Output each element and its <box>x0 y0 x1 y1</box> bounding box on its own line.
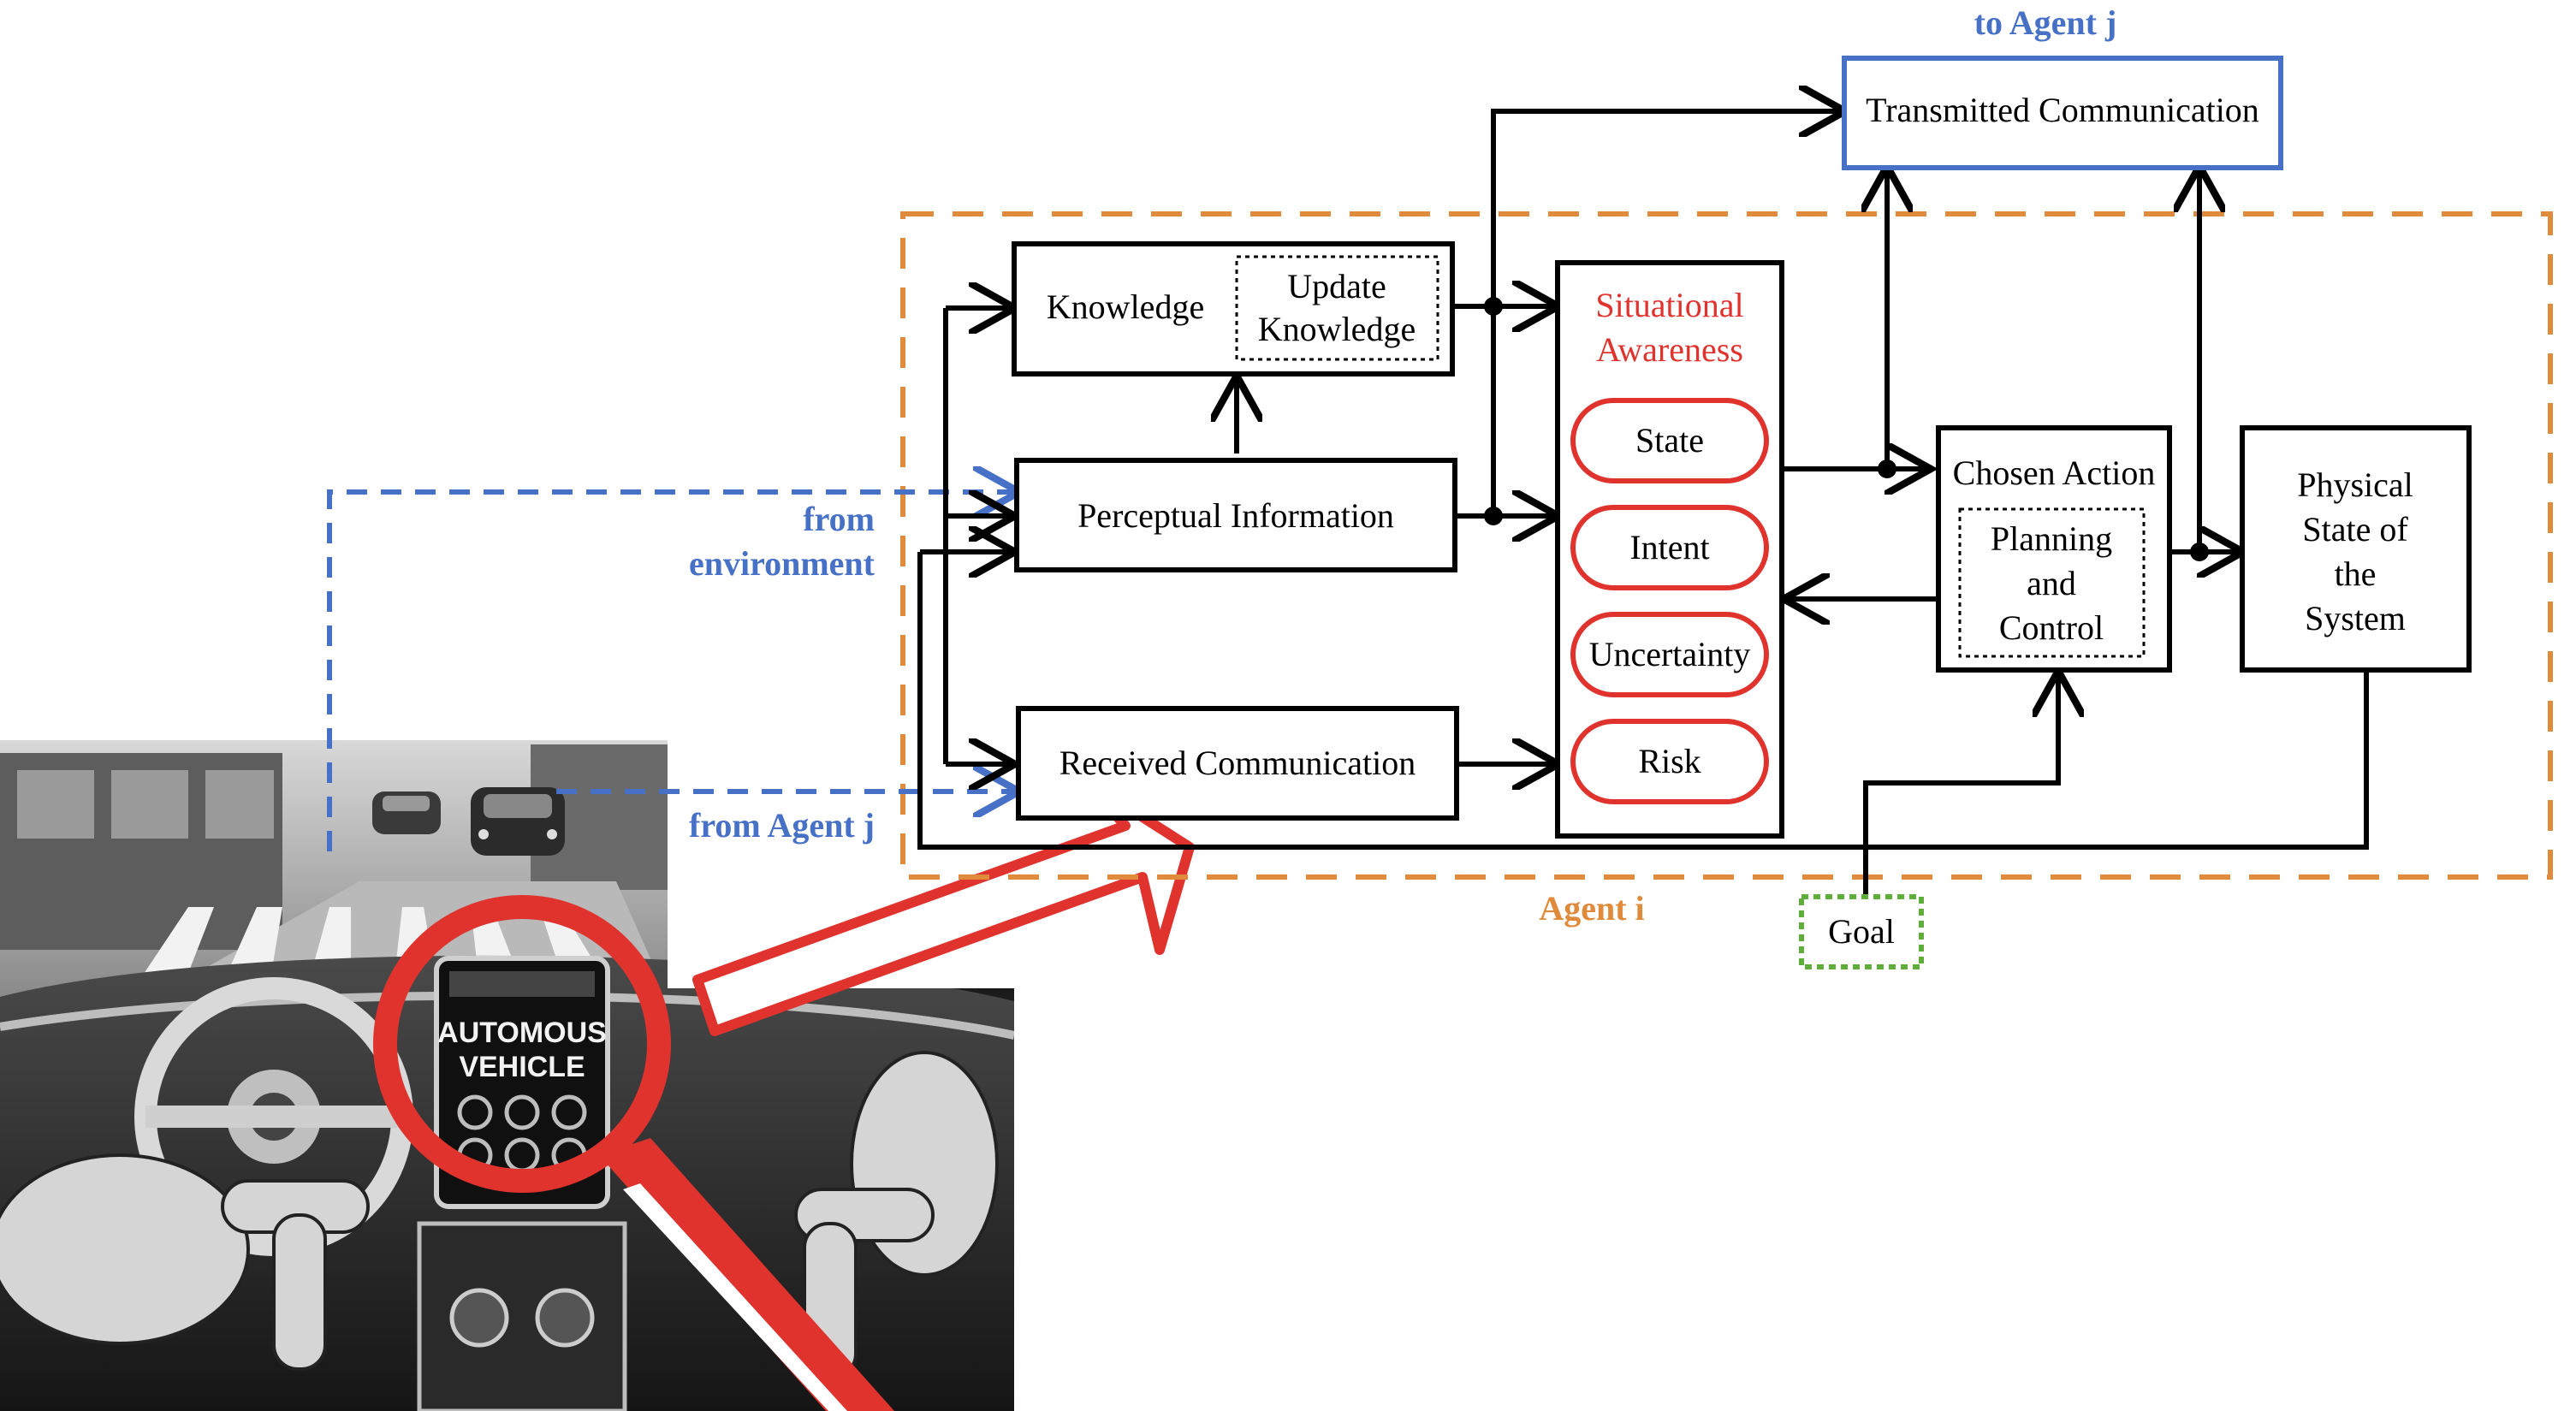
connectors <box>917 111 2369 924</box>
to-agent-label: to Agent j <box>1974 3 2117 42</box>
knowledge-label: Knowledge <box>1047 288 1204 326</box>
agent-i-boundary <box>900 211 2553 880</box>
sa-item-intent: Intent <box>1629 528 1709 566</box>
update-knowledge-box <box>1235 255 1439 361</box>
chosen-action-box: Chosen Action Planning and Control <box>1936 425 2172 673</box>
screen-text-line-2: VEHICLE <box>459 1051 585 1083</box>
chosen-action-label: Chosen Action <box>1953 454 2156 492</box>
sa-item-uncertainty: Uncertainty <box>1589 635 1751 673</box>
transmitted-communication-box: Transmitted Communication <box>1842 56 2283 170</box>
planning-line-2: and <box>2027 564 2076 602</box>
environment-link <box>327 492 1014 851</box>
sa-item-state: State <box>1635 421 1704 459</box>
physical-state-box: Physical State of the System <box>2240 425 2472 673</box>
sa-title-line-2: Awareness <box>1596 330 1743 369</box>
from-environment-line-2: environment <box>689 544 875 583</box>
update-knowledge-line-1: Update <box>1287 267 1386 305</box>
car-ahead-icon <box>471 787 565 856</box>
center-screen: AUTOMOUS VEHICLE <box>434 956 610 1209</box>
robot-driver <box>0 1153 370 1371</box>
update-knowledge-line-2: Knowledge <box>1258 310 1416 348</box>
planning-line-3: Control <box>1999 608 2104 647</box>
physical-line-1: Physical <box>2297 465 2413 504</box>
from-environment-line-1: from <box>803 500 875 538</box>
from-agent-label: from Agent j <box>689 806 875 845</box>
physical-line-2: State of <box>2302 510 2408 548</box>
received-label: Received Communication <box>1059 744 1416 782</box>
knowledge-box: Knowledge Update Knowledge <box>1012 241 1455 376</box>
planning-control-box <box>1958 507 2146 658</box>
goal-box: Goal <box>1799 894 1924 969</box>
agent-i-label: Agent i <box>1539 889 1644 928</box>
planning-line-1: Planning <box>1991 519 2112 558</box>
sa-item-risk: Risk <box>1638 742 1701 780</box>
sa-title-line-1: Situational <box>1595 286 1743 324</box>
physical-line-3: the <box>2335 554 2377 593</box>
physical-line-4: System <box>2305 599 2406 637</box>
perceptual-label: Perceptual Information <box>1077 496 1394 535</box>
screen-text-line-1: AUTOMOUS <box>437 1017 607 1049</box>
transmitted-label: Transmitted Communication <box>1866 91 2259 129</box>
goal-label: Goal <box>1828 912 1895 951</box>
situational-awareness-box: Situational Awareness State Intent Uncer… <box>1555 260 1784 839</box>
car-left-icon <box>372 791 441 834</box>
received-communication-box: Received Communication <box>1016 706 1459 821</box>
magnifier-icon <box>373 895 894 1411</box>
perceptual-information-box: Perceptual Information <box>1014 458 1457 572</box>
